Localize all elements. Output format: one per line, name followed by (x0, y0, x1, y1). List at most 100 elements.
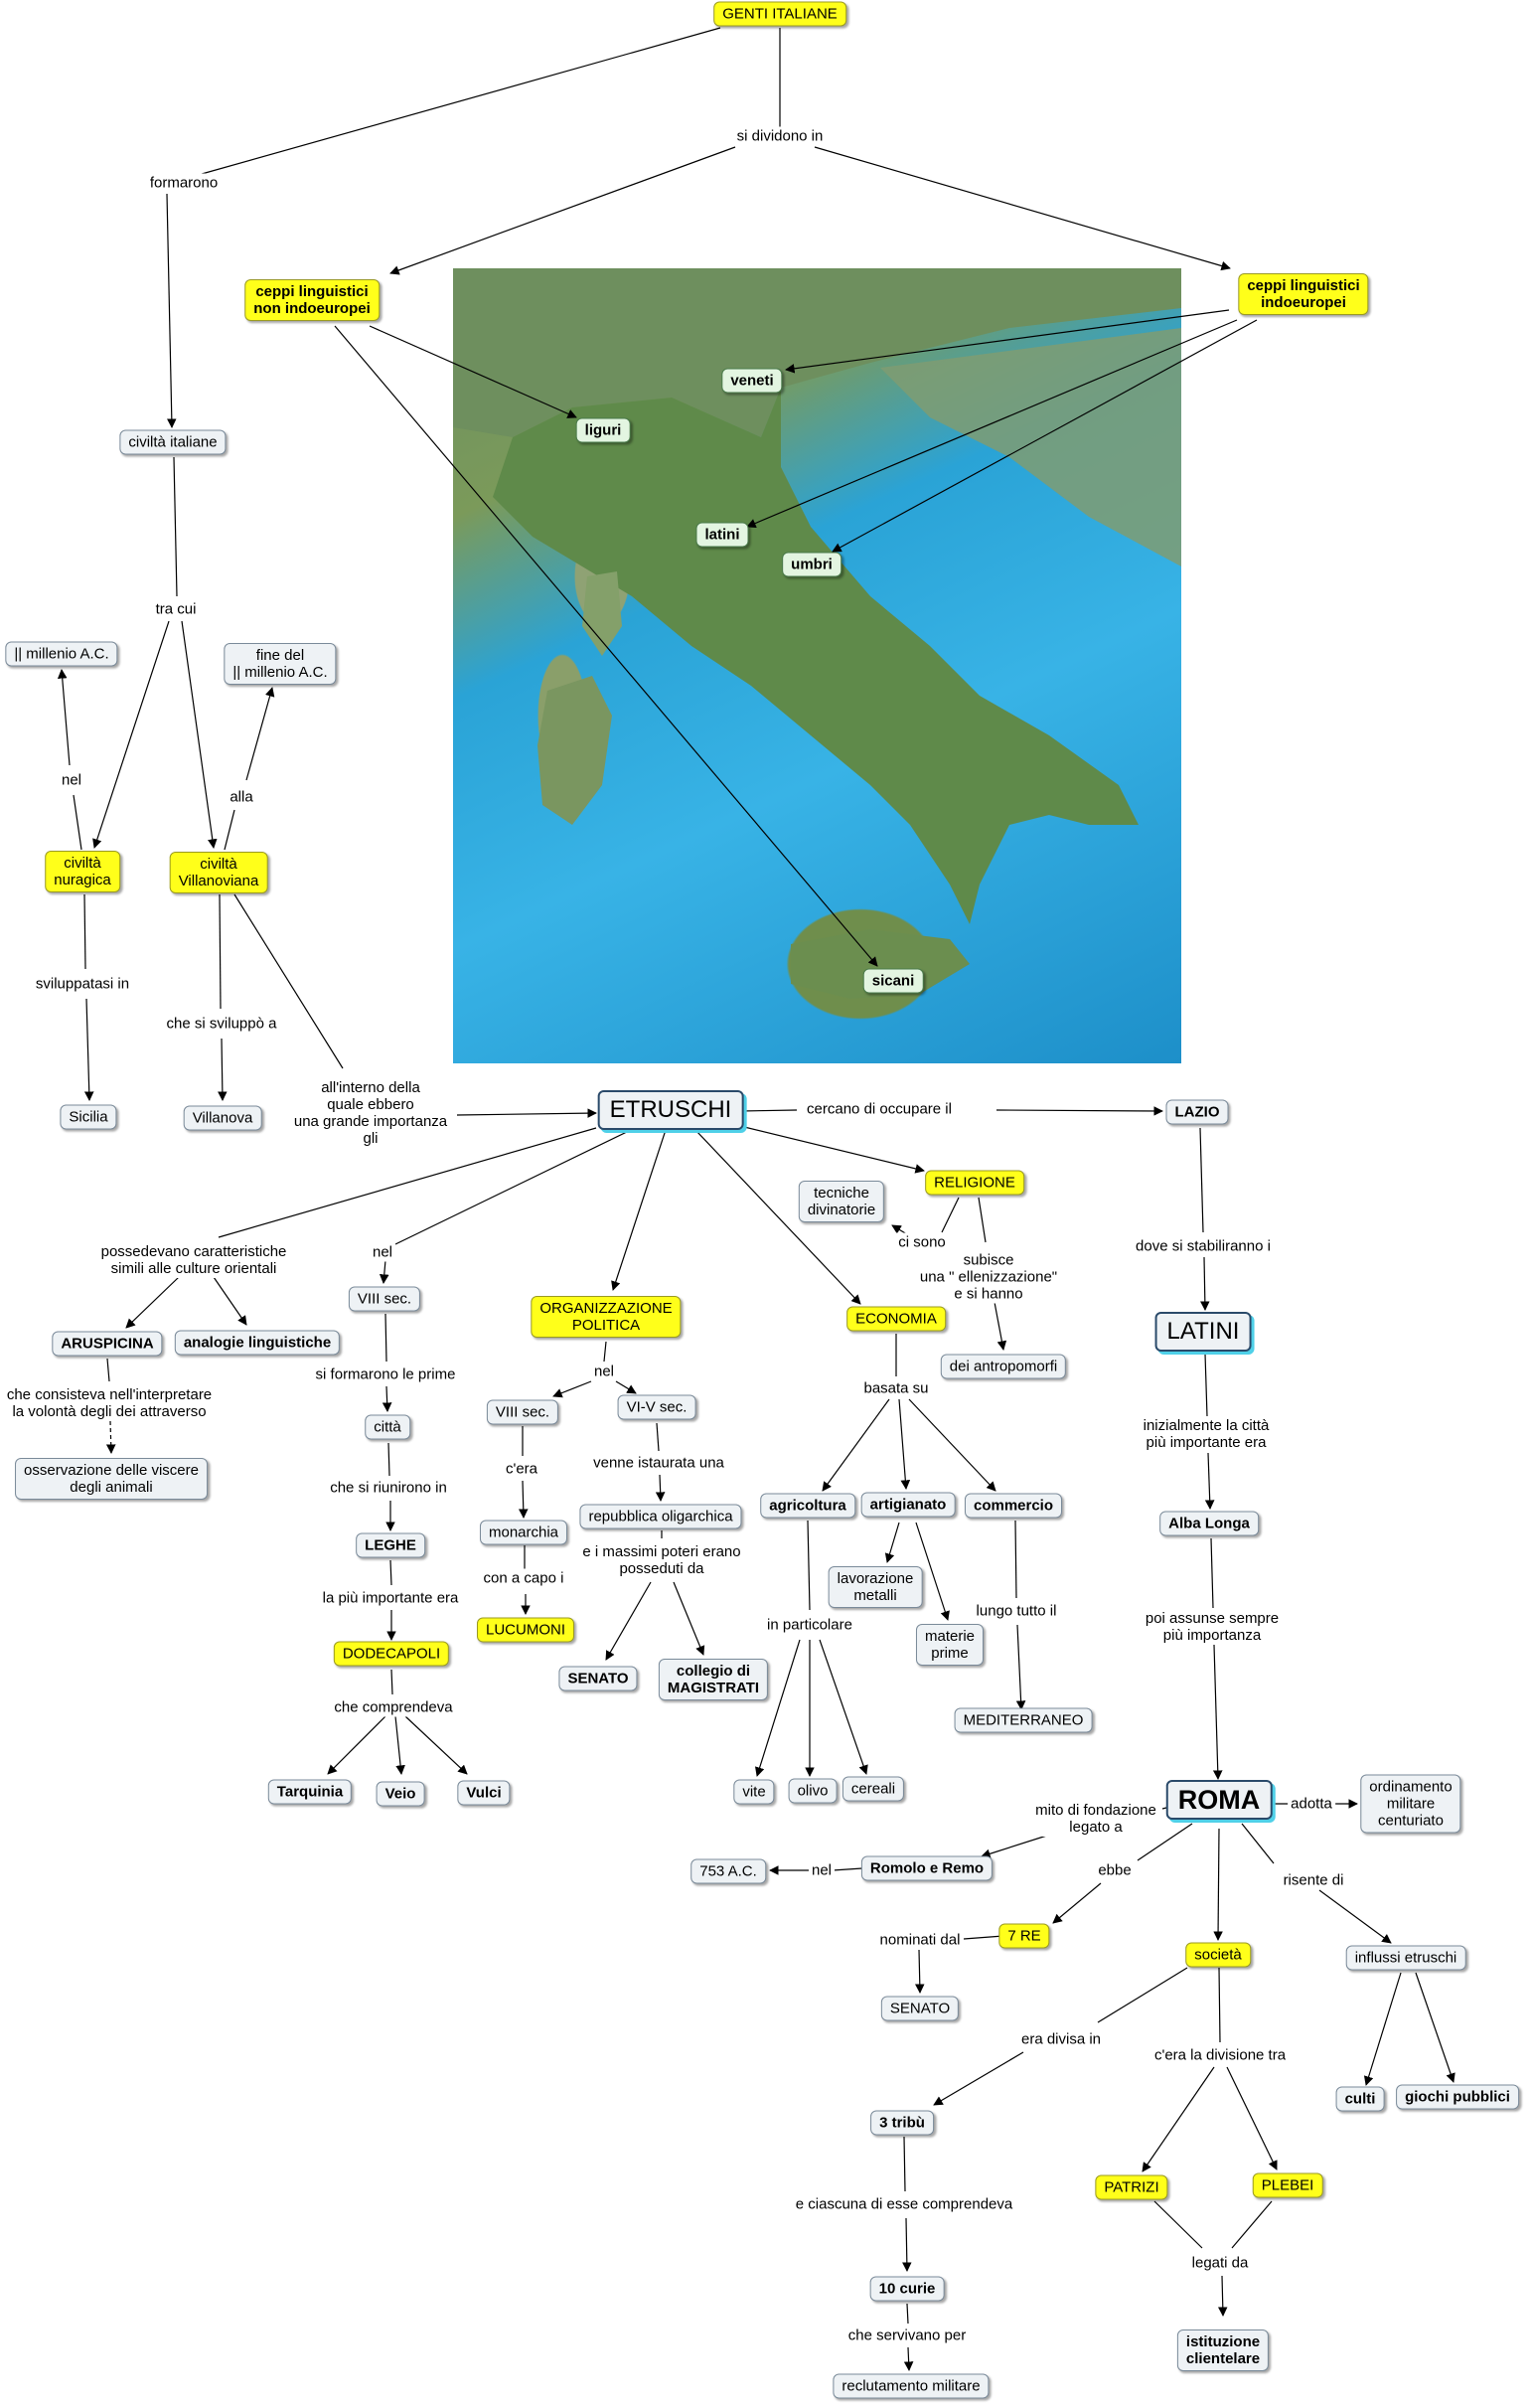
node-senato-1[interactable]: SENATO (558, 1667, 637, 1691)
node-7-re[interactable]: 7 RE (998, 1924, 1049, 1949)
edge-massimi-collegio (674, 1582, 703, 1655)
node-latini[interactable]: LATINI (1155, 1312, 1252, 1352)
node-senato-2[interactable]: SENATO (881, 1997, 959, 2021)
node-sicani[interactable]: sicani (863, 969, 924, 994)
link-e-ciascuna: e ciascuna di esse comprendeva (793, 2195, 1015, 2214)
link-nel-3: nel (591, 1363, 617, 1381)
link-nominati-dal: nominati dal (877, 1931, 964, 1950)
node-citta[interactable]: città (365, 1415, 410, 1440)
node-viii-sec-1[interactable]: VIII sec. (349, 1287, 420, 1312)
node-giochi-pubblici[interactable]: giochi pubblici (1396, 2085, 1519, 2110)
node-veneti[interactable]: veneti (721, 369, 782, 394)
link-formarono: formarono (147, 174, 221, 193)
node-collegio-magistrati[interactable]: collegio di MAGISTRATI (659, 1659, 768, 1700)
link-subisce: subisce una " ellenizzazione" e si hanno (917, 1251, 1060, 1304)
node-agricoltura[interactable]: agricoltura (760, 1494, 855, 1519)
node-villanova[interactable]: Villanova (184, 1106, 262, 1131)
link-nel-4: nel (809, 1861, 835, 1880)
edge-viii-formarono (385, 1314, 386, 1362)
node-alba-longa[interactable]: Alba Longa (1159, 1512, 1259, 1536)
edge-etruschi-religione (740, 1126, 924, 1171)
node-lazio[interactable]: LAZIO (1166, 1100, 1229, 1125)
node-roma[interactable]: ROMA (1166, 1780, 1273, 1820)
node-societa[interactable]: società (1185, 1943, 1251, 1968)
edge-patrizi-legati (1154, 2201, 1202, 2248)
node-artigianato[interactable]: artigianato (861, 1493, 956, 1518)
node-influssi-etruschi[interactable]: influssi etruschi (1346, 1946, 1466, 1971)
edge-formarono-civilta (167, 194, 172, 427)
link-basata-su: basata su (860, 1379, 931, 1398)
node-lavorazione-metalli[interactable]: lavorazione metalli (829, 1566, 923, 1608)
edge-sviluppo-villanova (222, 1039, 223, 1100)
edge-lazio-dove (1200, 1128, 1203, 1232)
edge-comprendeva-vulci (405, 1716, 467, 1774)
node-aruspicina[interactable]: ARUSPICINA (52, 1332, 162, 1357)
node-fine-millenio[interactable]: fine del || millenio A.C. (224, 643, 336, 685)
edge-particolare-cereali (820, 1640, 866, 1774)
edge-comprendeva-veio (395, 1716, 401, 1774)
node-753-ac[interactable]: 753 A.C. (690, 1859, 766, 1884)
node-3-tribu[interactable]: 3 tribù (870, 2111, 934, 2136)
node-economia[interactable]: ECONOMIA (846, 1307, 946, 1332)
edge-si-dividono-ceppi-indo (815, 147, 1230, 268)
link-con-a-capo: con a capo i (481, 1569, 567, 1588)
node-osservazione[interactable]: osservazione delle viscere degli animali (15, 1458, 208, 1500)
node-civilta-italiane[interactable]: civiltà italiane (119, 430, 226, 455)
node-tecniche-divinatorie[interactable]: tecniche divinatorie (799, 1181, 884, 1222)
edge-commercio-lungo (1015, 1521, 1016, 1598)
node-liguri[interactable]: liguri (576, 418, 631, 443)
node-dodecapoli[interactable]: DODECAPOLI (334, 1642, 449, 1667)
node-etruschi[interactable]: ETRUSCHI (598, 1090, 744, 1130)
node-reclutamento-militare[interactable]: reclutamento militare (833, 2374, 989, 2399)
node-romolo-e-remo[interactable]: Romolo e Remo (861, 1856, 993, 1881)
edge-influssi-giochi (1416, 1973, 1454, 2082)
link-nel-1: nel (59, 771, 84, 790)
node-dei-antropomorfi[interactable]: dei antropomorfi (941, 1355, 1066, 1379)
node-sicilia[interactable]: Sicilia (60, 1105, 116, 1130)
node-tarquinia[interactable]: Tarquinia (268, 1780, 352, 1805)
node-ceppi-non-indoeuropei[interactable]: ceppi linguistici non indoeuropei (244, 279, 380, 321)
node-civilta-nuragica[interactable]: civiltà nuragica (45, 851, 120, 892)
edge-basata-artigianato (899, 1399, 906, 1489)
node-plebei[interactable]: PLEBEI (1253, 2173, 1323, 2198)
link-cera-divisione: c'era la divisione tra (1151, 2046, 1289, 2065)
node-millenio[interactable]: || millenio A.C. (5, 642, 117, 667)
node-culti[interactable]: culti (1336, 2087, 1385, 2112)
node-ceppi-indoeuropei[interactable]: ceppi linguistici indoeuropei (1238, 273, 1368, 315)
node-ordinamento-militare[interactable]: ordinamento militare centuriato (1360, 1775, 1460, 1834)
node-umbri[interactable]: umbri (782, 553, 842, 577)
link-cera: c'era (503, 1460, 540, 1479)
edge-societa-era-divisa (1098, 1968, 1187, 2022)
edge-religione-subisce (979, 1198, 986, 1242)
edge-nel-vi-v (616, 1381, 636, 1393)
node-commercio[interactable]: commercio (965, 1494, 1062, 1519)
node-vi-v-sec[interactable]: VI-V sec. (618, 1395, 696, 1420)
node-olivo[interactable]: olivo (789, 1779, 838, 1804)
node-istituzione-clientelare[interactable]: istituzione clientelare (1177, 2329, 1269, 2371)
edge-subisce-dei (994, 1297, 1003, 1350)
node-repubblica-oligarchica[interactable]: repubblica oligarchica (579, 1505, 741, 1529)
node-mediterraneo[interactable]: MEDITERRANEO (955, 1708, 1093, 1733)
node-10-curie[interactable]: 10 curie (870, 2277, 945, 2302)
edge-alla-fine (246, 688, 272, 780)
node-viii-sec-2[interactable]: VIII sec. (487, 1400, 558, 1425)
node-latini-map[interactable]: latini (695, 523, 748, 548)
node-patrizi[interactable]: PATRIZI (1095, 2175, 1167, 2200)
node-materie-prime[interactable]: materie prime (916, 1624, 984, 1666)
link-e-i-massimi: e i massimi poteri erano posseduti da (579, 1542, 743, 1578)
node-veio[interactable]: Veio (377, 1782, 425, 1807)
node-monarchia[interactable]: monarchia (480, 1521, 567, 1545)
node-leghe[interactable]: LEGHE (356, 1533, 425, 1558)
node-vulci[interactable]: Vulci (457, 1781, 510, 1806)
node-organizzazione-politica[interactable]: ORGANIZZAZIONE POLITICA (531, 1296, 681, 1338)
node-analogie-linguistiche[interactable]: analogie linguistiche (175, 1331, 340, 1356)
edge-ciascuna-curie (906, 2218, 907, 2271)
node-vite[interactable]: vite (733, 1780, 774, 1805)
edge-possedevano-aruspicina (126, 1277, 179, 1328)
node-genti-italiane[interactable]: GENTI ITALIANE (713, 2, 846, 27)
node-civilta-villanoviana[interactable]: civiltà Villanoviana (170, 852, 268, 893)
node-religione[interactable]: RELIGIONE (925, 1171, 1024, 1196)
node-lucumoni[interactable]: LUCUMONI (477, 1618, 574, 1643)
node-cereali[interactable]: cereali (842, 1777, 904, 1802)
